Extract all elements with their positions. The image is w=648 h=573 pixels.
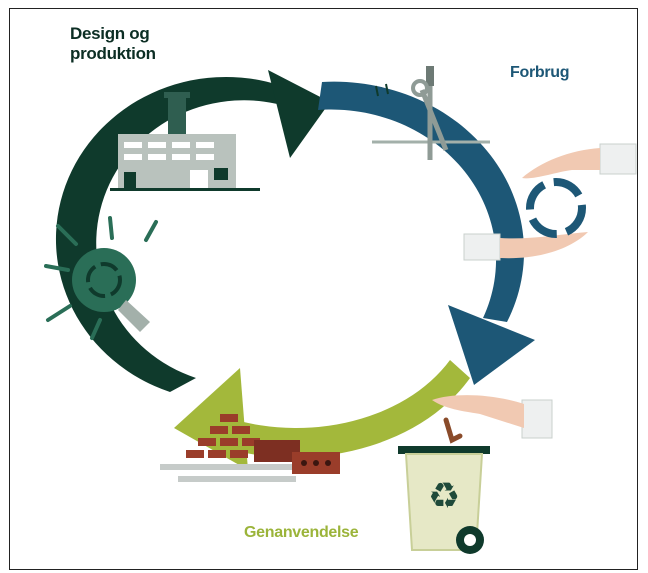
recycle-bin-icon: ♻ <box>398 446 490 554</box>
forbrug-label: Forbrug <box>510 64 570 81</box>
design-label-line2: produktion <box>70 44 156 63</box>
forbrug-arrow <box>318 81 535 385</box>
lightbulb-icon <box>44 216 158 340</box>
design-production-label: Design og produktion <box>70 24 156 64</box>
hand-drop-icon <box>432 395 553 444</box>
genanvendelse-label: Genanvendelse <box>244 524 359 541</box>
design-label-line1: Design og <box>70 24 150 43</box>
factory-icon <box>110 92 260 191</box>
design-arrow <box>55 70 330 393</box>
tools-icon <box>372 66 490 160</box>
svg-text:♻: ♻ <box>428 476 460 517</box>
bricks-icon <box>160 414 340 482</box>
hands-icon <box>463 143 637 261</box>
